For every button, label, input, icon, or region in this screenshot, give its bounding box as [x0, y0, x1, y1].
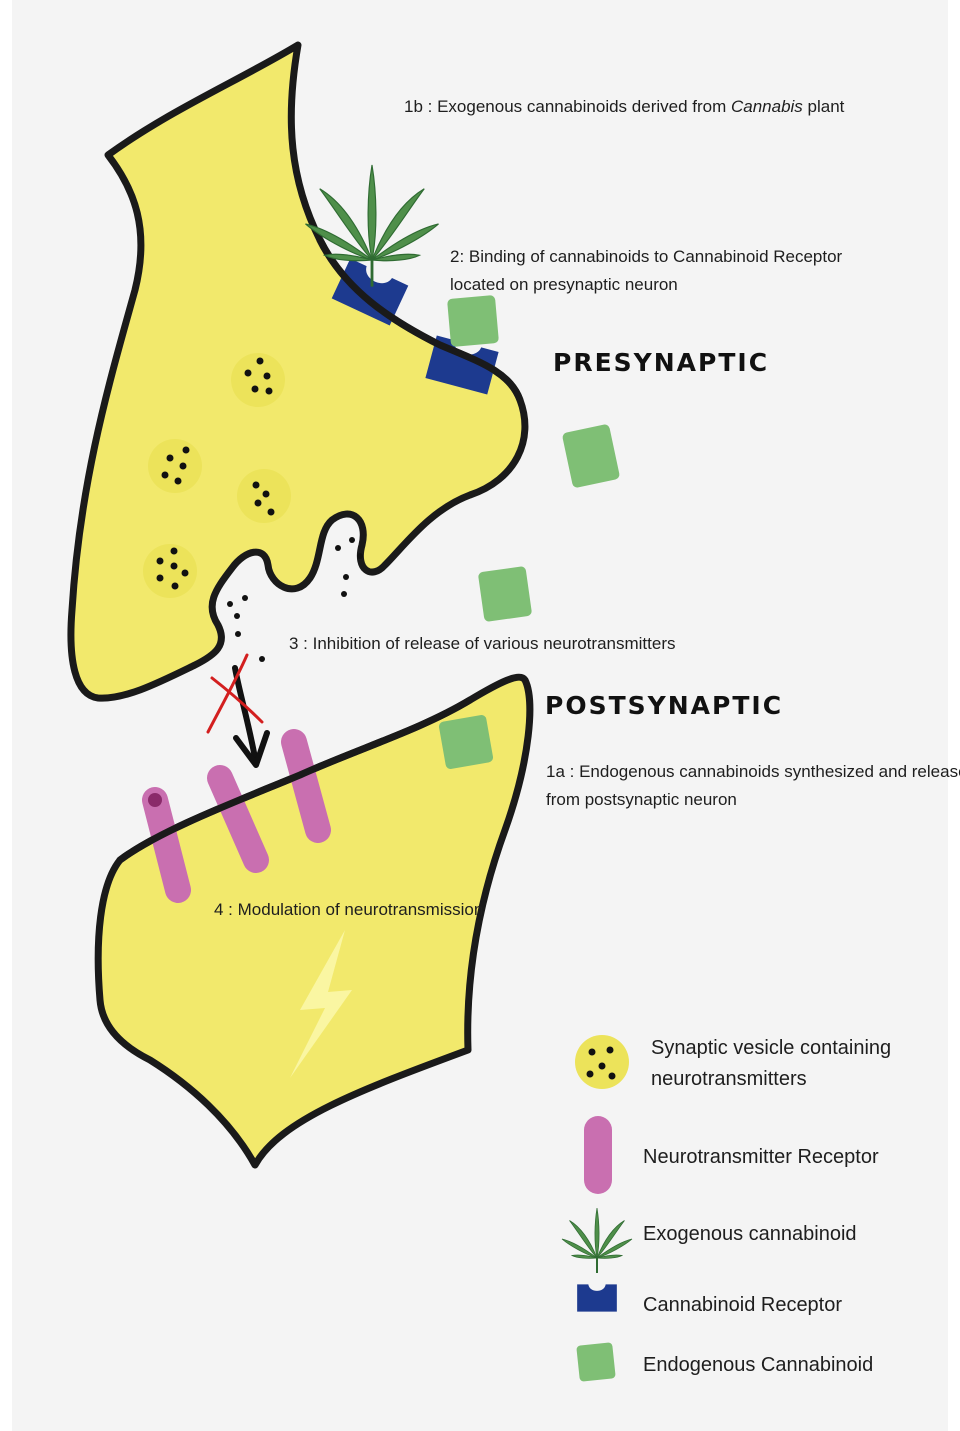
annotation-exogenous-prefix: 1b : Exogenous cannabinoids derived from — [404, 97, 731, 116]
receptor-binding-site — [148, 793, 162, 807]
annotation-inhibition: 3 : Inhibition of release of various neu… — [289, 634, 675, 653]
legend-vesicle-label-line1: Synaptic vesicle containing — [651, 1037, 891, 1059]
legend-endocannabinoid-icon — [576, 1342, 616, 1382]
legend-nt-receptor-label: Neurotransmitter Receptor — [643, 1146, 879, 1168]
synaptic-vesicle — [143, 544, 197, 598]
legend-cb-receptor-label: Cannabinoid Receptor — [643, 1294, 842, 1316]
presynaptic-heading: PRESYNAPTIC — [553, 348, 769, 377]
legend-exogenous-label: Exogenous cannabinoid — [643, 1223, 857, 1245]
postsynaptic-heading: POSTSYNAPTIC — [545, 691, 783, 720]
left-frame-bar — [0, 0, 12, 1431]
annotation-modulation: 4 : Modulation of neurotransmission — [214, 900, 483, 919]
endocannabinoid-square — [447, 295, 499, 347]
legend-vesicle-label-line2: neurotransmitters — [651, 1068, 807, 1090]
legend-endogenous-label: Endogenous Cannabinoid — [643, 1354, 873, 1376]
endocannabinoid-square — [438, 714, 494, 770]
annotation-exogenous: 1b : Exogenous cannabinoids derived from… — [404, 97, 845, 116]
legend-vesicle-icon — [575, 1035, 629, 1089]
annotation-binding-line2: located on presynaptic neuron — [450, 275, 678, 294]
annotation-endogenous-line1: 1a : Endogenous cannabinoids synthesized… — [546, 762, 960, 781]
annotation-exogenous-italic: Cannabis — [731, 97, 803, 116]
annotation-endogenous-line2: from postsynaptic neuron — [546, 790, 737, 809]
endocannabinoid-square — [478, 566, 532, 622]
annotation-exogenous-suffix: plant — [803, 97, 845, 116]
right-frame-bar — [948, 0, 960, 1431]
synaptic-vesicle — [237, 469, 291, 523]
annotation-binding-line1: 2: Binding of cannabinoids to Cannabinoi… — [450, 247, 843, 266]
synaptic-vesicle — [231, 353, 285, 407]
synaptic-vesicle — [148, 439, 202, 493]
